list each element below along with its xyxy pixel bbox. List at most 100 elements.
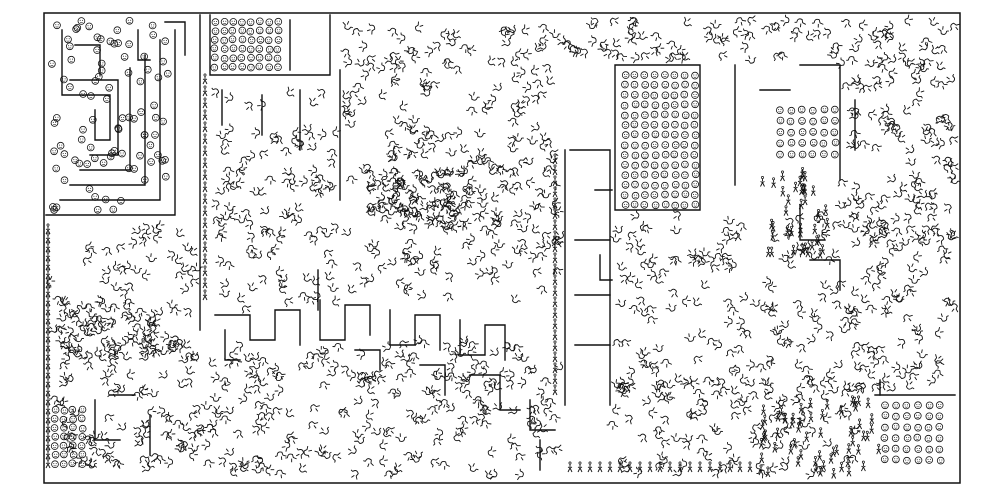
standing-figure bbox=[772, 441, 778, 453]
walking-figure bbox=[905, 154, 918, 168]
walking-figure bbox=[446, 352, 459, 364]
face-cell bbox=[77, 17, 86, 25]
walking-figure bbox=[539, 131, 551, 142]
walking-figure bbox=[639, 50, 651, 63]
walking-figure bbox=[401, 146, 414, 160]
face-cell bbox=[651, 151, 660, 160]
face-cell bbox=[229, 54, 238, 63]
standing-figure bbox=[839, 461, 845, 473]
walking-figure bbox=[620, 337, 632, 350]
walking-figure bbox=[442, 291, 454, 303]
walking-figure bbox=[537, 22, 550, 34]
face-cell bbox=[820, 105, 829, 114]
walking-figure bbox=[106, 387, 119, 401]
walking-figure bbox=[443, 361, 457, 374]
standing-figure bbox=[45, 412, 51, 424]
walking-figure bbox=[794, 382, 808, 396]
face-cell bbox=[775, 106, 784, 115]
walking-figure bbox=[822, 436, 833, 449]
walking-figure bbox=[722, 297, 734, 309]
walking-figure bbox=[836, 177, 849, 190]
walking-figure bbox=[552, 444, 564, 456]
walking-figure bbox=[783, 217, 795, 228]
walking-figure bbox=[749, 296, 762, 309]
face-cell bbox=[631, 141, 639, 150]
walking-figure bbox=[483, 264, 495, 277]
walking-figure bbox=[840, 80, 853, 94]
walking-figure bbox=[223, 200, 237, 213]
walking-figure bbox=[737, 40, 751, 54]
face-cell bbox=[621, 161, 629, 169]
face-cell bbox=[671, 161, 680, 170]
face-cell bbox=[671, 110, 680, 119]
walking-figure bbox=[659, 415, 670, 426]
walking-figure bbox=[914, 198, 928, 212]
face-cell bbox=[238, 62, 247, 71]
face-cell bbox=[246, 27, 255, 36]
face-cell bbox=[650, 110, 659, 119]
face-cell bbox=[914, 423, 922, 432]
walking-figure bbox=[353, 395, 363, 406]
walking-figure bbox=[348, 89, 360, 101]
face-cell bbox=[830, 105, 839, 114]
walking-figure bbox=[692, 297, 703, 307]
walking-figure bbox=[895, 132, 909, 145]
walking-figure bbox=[468, 90, 481, 102]
walking-figure bbox=[818, 389, 832, 403]
walking-figure bbox=[786, 259, 797, 270]
walking-figure bbox=[250, 453, 263, 467]
walking-figure bbox=[622, 241, 636, 254]
face-cell bbox=[819, 139, 828, 148]
walking-figure bbox=[868, 355, 881, 369]
face-cell bbox=[831, 138, 840, 147]
walking-figure bbox=[406, 123, 419, 137]
walking-figure bbox=[327, 358, 341, 372]
walking-figure bbox=[882, 304, 895, 315]
standing-figure bbox=[865, 397, 871, 409]
walking-figure bbox=[209, 370, 221, 384]
walking-figure bbox=[219, 277, 230, 289]
face-cell bbox=[650, 191, 659, 199]
walking-figure bbox=[352, 427, 365, 440]
walking-figure bbox=[520, 80, 533, 94]
face-cell bbox=[99, 159, 108, 167]
walking-figure bbox=[876, 199, 888, 210]
walking-figure bbox=[665, 300, 678, 314]
face-cell bbox=[661, 130, 670, 139]
walking-figure bbox=[416, 289, 427, 301]
walking-figure bbox=[834, 409, 847, 421]
face-cell bbox=[691, 91, 699, 99]
face-cell bbox=[680, 201, 689, 210]
walking-figure bbox=[829, 284, 839, 296]
walking-figure bbox=[232, 429, 244, 440]
face-cell bbox=[798, 128, 807, 136]
face-cell bbox=[147, 158, 155, 166]
walking-figure bbox=[88, 446, 99, 456]
standing-figure bbox=[783, 205, 789, 217]
walking-figure bbox=[259, 422, 272, 435]
face-cell bbox=[51, 450, 60, 459]
face-cell bbox=[681, 80, 689, 89]
walking-figure bbox=[271, 405, 283, 418]
face-cell bbox=[690, 151, 699, 159]
face-cell bbox=[161, 37, 170, 46]
walking-figure bbox=[451, 125, 464, 139]
walking-figure bbox=[338, 408, 351, 420]
face-cell bbox=[831, 116, 839, 125]
standing-figure bbox=[876, 443, 882, 455]
walking-figure bbox=[611, 37, 623, 49]
standing-figure bbox=[202, 121, 208, 133]
face-cell bbox=[809, 128, 817, 136]
walking-figure bbox=[256, 186, 267, 196]
walking-figure bbox=[820, 412, 834, 425]
walking-figure bbox=[877, 51, 890, 64]
walking-figure bbox=[674, 51, 688, 65]
face-cell bbox=[621, 201, 630, 209]
walking-figure bbox=[307, 419, 319, 432]
standing-figure bbox=[810, 185, 816, 197]
walking-figure bbox=[327, 221, 341, 234]
face-cell bbox=[650, 161, 659, 170]
face-cell bbox=[68, 433, 77, 441]
standing-figure bbox=[552, 373, 558, 385]
walking-figure bbox=[273, 449, 287, 463]
